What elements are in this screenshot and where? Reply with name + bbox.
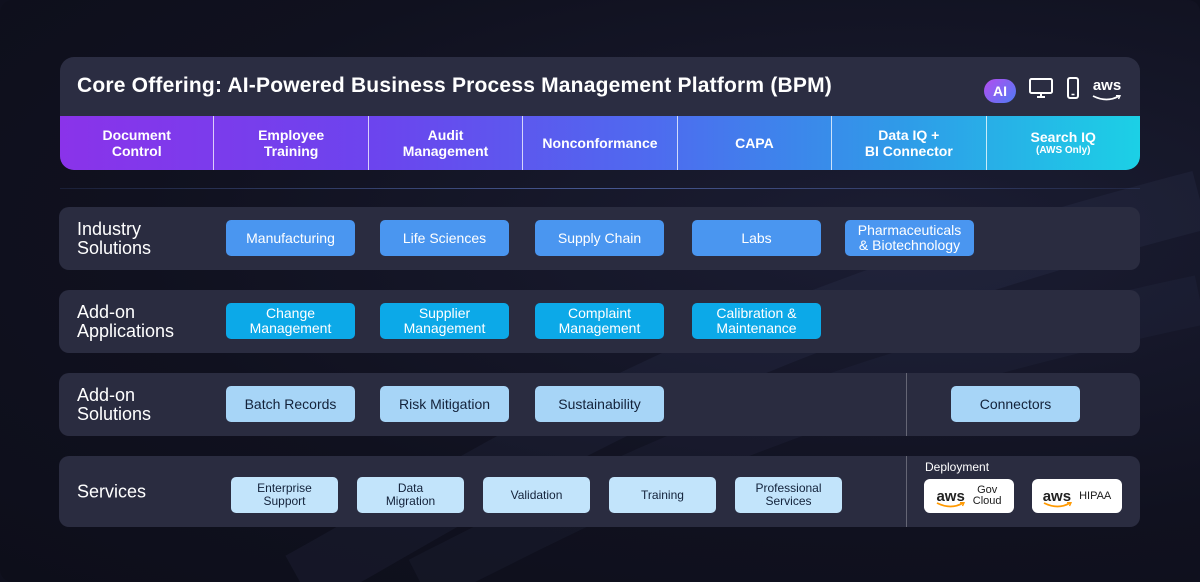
hipaa-text: HIPAA	[1079, 489, 1112, 502]
chip-sustainability[interactable]: Sustainability	[535, 386, 664, 422]
ai-icon: AI	[984, 78, 1016, 103]
chip-calibration-maintenance[interactable]: Calibration & Maintenance	[692, 303, 821, 339]
row-separator	[906, 373, 907, 436]
aws-logo-icon: aws	[1042, 487, 1072, 507]
row-separator	[906, 456, 907, 527]
core-modules-bar: Document Control Employee Training Audit…	[60, 116, 1140, 170]
chip-data-migration[interactable]: Data Migration	[357, 477, 464, 513]
row-label-services: Services	[77, 481, 147, 501]
module-audit-management[interactable]: Audit Management	[369, 116, 524, 170]
section-divider	[60, 188, 1140, 189]
chip-validation[interactable]: Validation	[483, 477, 590, 513]
chip-enterprise-support[interactable]: Enterprise Support	[231, 477, 338, 513]
govcloud-text: Gov Cloud	[972, 484, 1002, 507]
module-capa[interactable]: CAPA	[678, 116, 833, 170]
chip-training[interactable]: Training	[609, 477, 716, 513]
chip-pharmaceuticals[interactable]: Pharmaceuticals & Biotechnology	[845, 220, 974, 256]
core-offering-panel: Core Offering: AI-Powered Business Proce…	[60, 57, 1140, 170]
aws-govcloud-badge[interactable]: aws Gov Cloud	[924, 479, 1014, 513]
platform-icons: AI aws	[984, 77, 1122, 104]
addon-solutions-row: Add-on Solutions Batch Records Risk Miti…	[59, 373, 1140, 436]
module-data-iq[interactable]: Data IQ + BI Connector	[832, 116, 987, 170]
industry-solutions-row: Industry Solutions Manufacturing Life Sc…	[59, 207, 1140, 270]
chip-professional-services[interactable]: Professional Services	[735, 477, 842, 513]
chip-manufacturing[interactable]: Manufacturing	[226, 220, 355, 256]
chip-connectors[interactable]: Connectors	[951, 386, 1080, 422]
aws-hipaa-badge[interactable]: aws HIPAA	[1032, 479, 1122, 513]
mobile-icon	[1066, 77, 1080, 104]
module-search-iq[interactable]: Search IQ (AWS Only)	[1030, 129, 1096, 156]
chip-batch-records[interactable]: Batch Records	[226, 386, 355, 422]
aws-icon: aws	[1092, 78, 1122, 101]
deployment-label: Deployment	[925, 460, 990, 474]
services-row: Services Enterprise Support Data Migrati…	[59, 456, 1140, 527]
row-label-industry-solutions: Industry Solutions	[77, 218, 152, 258]
module-employee-training[interactable]: Employee Training	[214, 116, 369, 170]
chip-supply-chain[interactable]: Supply Chain	[535, 220, 664, 256]
addon-applications-row: Add-on Applications Change Management Su…	[59, 290, 1140, 353]
desktop-icon	[1028, 77, 1054, 104]
chip-change-management[interactable]: Change Management	[226, 303, 355, 339]
row-label-addon-applications: Add-on Applications	[77, 301, 175, 341]
core-offering-title: Core Offering: AI-Powered Business Proce…	[77, 74, 832, 97]
chip-complaint-management[interactable]: Complaint Management	[535, 303, 664, 339]
module-nonconformance[interactable]: Nonconformance	[523, 116, 678, 170]
chip-labs[interactable]: Labs	[692, 220, 821, 256]
chip-supplier-management[interactable]: Supplier Management	[380, 303, 509, 339]
chip-risk-mitigation[interactable]: Risk Mitigation	[380, 386, 509, 422]
aws-logo-icon: aws	[936, 487, 966, 507]
chip-life-sciences[interactable]: Life Sciences	[380, 220, 509, 256]
module-document-control[interactable]: Document Control	[60, 116, 215, 170]
row-label-addon-solutions: Add-on Solutions	[77, 384, 152, 424]
